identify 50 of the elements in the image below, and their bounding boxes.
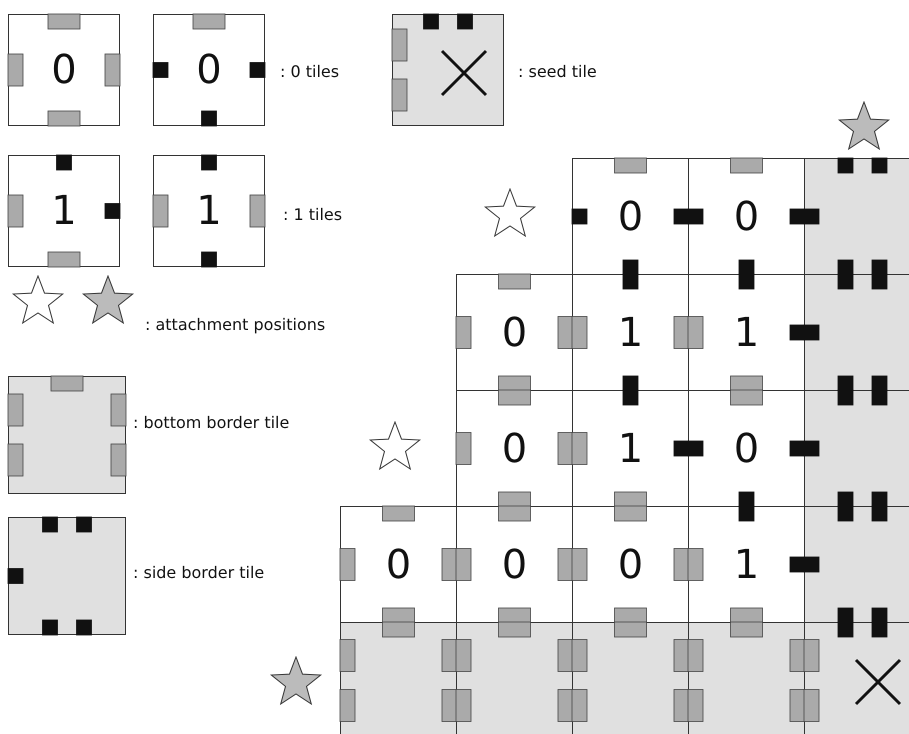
legend-label: : 0 tiles xyxy=(280,62,340,81)
tile-digit: 0 xyxy=(734,196,760,236)
tile-digit: 1 xyxy=(734,544,760,584)
tile-digit: 0 xyxy=(734,428,760,468)
tile-digit: 1 xyxy=(51,191,77,231)
number-tile xyxy=(688,158,805,275)
tile-digit: 0 xyxy=(51,50,77,90)
seed-tile xyxy=(804,622,909,734)
number-tile xyxy=(8,155,120,267)
legend-label: : 1 tiles xyxy=(283,205,342,224)
tile-digit: 0 xyxy=(502,312,528,352)
tile-digit: 0 xyxy=(502,428,528,468)
number-tile xyxy=(340,506,457,623)
number-tile xyxy=(688,390,805,507)
tile-digit: 1 xyxy=(734,312,760,352)
number-tile xyxy=(456,506,573,623)
tile-digit: 1 xyxy=(196,191,222,231)
number-tile xyxy=(456,390,573,507)
side-border-tile xyxy=(804,274,909,391)
number-tile xyxy=(688,274,805,391)
bottom-border-tile xyxy=(688,622,805,734)
number-tile xyxy=(8,14,120,126)
tile-digit: 0 xyxy=(618,544,644,584)
tile-digit: 0 xyxy=(502,544,528,584)
side-border-tile xyxy=(8,517,126,635)
legend-label: : attachment positions xyxy=(145,315,326,334)
tile-digit: 1 xyxy=(618,312,644,352)
tile-digit: 0 xyxy=(618,196,644,236)
tile-digit: 1 xyxy=(618,428,644,468)
number-tile xyxy=(153,14,265,126)
number-tile xyxy=(153,155,265,267)
side-border-tile xyxy=(804,506,909,623)
bottom-border-tile xyxy=(340,622,457,734)
legend-label: : bottom border tile xyxy=(133,413,290,432)
number-tile xyxy=(572,390,689,507)
seed-tile xyxy=(392,14,504,126)
number-tile xyxy=(572,506,689,623)
number-tile xyxy=(572,274,689,391)
number-tile xyxy=(688,506,805,623)
legend-label: : side border tile xyxy=(133,563,264,582)
side-border-tile xyxy=(804,390,909,507)
bottom-border-tile xyxy=(456,622,573,734)
number-tile xyxy=(456,274,573,391)
tile-digit: 0 xyxy=(196,50,222,90)
bottom-border-tile xyxy=(572,622,689,734)
tile-digit: 0 xyxy=(386,544,412,584)
side-border-tile xyxy=(804,158,909,275)
number-tile xyxy=(572,158,689,275)
bottom-border-tile xyxy=(8,376,126,494)
legend-label: : seed tile xyxy=(518,62,597,81)
